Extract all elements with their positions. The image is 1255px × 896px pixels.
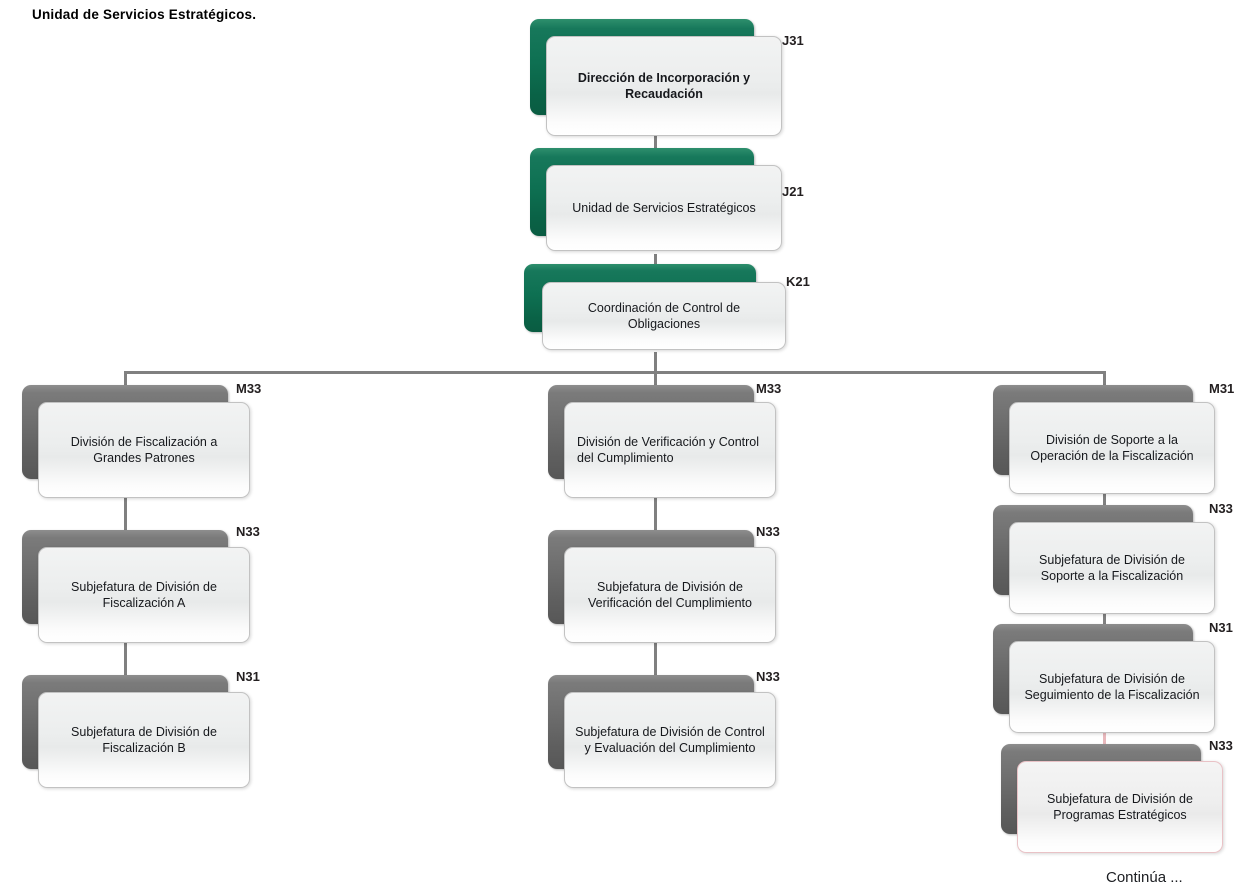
connector-n33-n31-left: [124, 637, 127, 687]
connector-m33left-n33: [124, 492, 127, 542]
org-node-subjefatura-programas-estrategicos[interactable]: Subjefatura de División de Programas Est…: [1001, 738, 1233, 854]
org-node-subjefatura-verificacion-cumplimiento[interactable]: Subjefatura de División de Verificación …: [548, 524, 780, 644]
node-code-badge: J31: [782, 33, 804, 48]
node-card[interactable]: Dirección de Incorporación y Recaudación: [546, 36, 782, 136]
node-card[interactable]: División de Soporte a la Operación de la…: [1009, 402, 1215, 494]
node-label: Subjefatura de División de Programas Est…: [1047, 791, 1193, 823]
node-label: Unidad de Servicios Estratégicos: [572, 200, 756, 215]
connector-bus-center-drop: [654, 371, 657, 395]
node-card[interactable]: Coordinación de Control de Obligaciones: [542, 282, 786, 350]
connector-m33center-n33: [654, 492, 657, 542]
node-code-badge: N33: [236, 524, 260, 539]
org-node-subjefatura-soporte-fiscalizacion[interactable]: Subjefatura de División de Soporte a la …: [993, 501, 1233, 615]
node-label: Subjefatura de División de Fiscalización…: [71, 579, 217, 611]
node-code-badge: N33: [756, 524, 780, 539]
node-card[interactable]: Subjefatura de División de Fiscalización…: [38, 692, 250, 788]
node-code-badge: M31: [1209, 381, 1235, 396]
connector-horizontal-bus: [124, 371, 1106, 374]
org-node-division-verificacion-control-cumplimiento[interactable]: División de Verificación y Control del C…: [548, 381, 781, 499]
connector-bus-right-drop: [1103, 371, 1106, 395]
node-label: División de Soporte a la Operación de la…: [1030, 432, 1194, 464]
node-label: Dirección de Incorporación y Recaudación: [577, 70, 751, 102]
org-node-subjefatura-control-evaluacion-cumplimiento[interactable]: Subjefatura de División de Control y Eva…: [548, 669, 780, 789]
node-code-badge: N31: [1209, 620, 1233, 635]
connector-n31-n33-right-highlighted: [1103, 727, 1106, 753]
node-label: Subjefatura de División de Fiscalización…: [71, 724, 217, 756]
node-card[interactable]: Subjefatura de División de Verificación …: [564, 547, 776, 643]
node-code-badge: N33: [1209, 738, 1233, 753]
node-card[interactable]: Subjefatura de División de Fiscalización…: [38, 547, 250, 643]
connector-n33-n31-right: [1103, 611, 1106, 635]
node-label: Subjefatura de División de Seguimiento d…: [1024, 671, 1200, 703]
node-card[interactable]: División de Verificación y Control del C…: [564, 402, 776, 498]
node-code-badge: N33: [1209, 501, 1233, 516]
node-label: Subjefatura de División de Control y Eva…: [575, 724, 765, 756]
node-label: Subjefatura de División de Soporte a la …: [1039, 552, 1185, 584]
connector-j31-j21: [654, 131, 657, 155]
page-title: Unidad de Servicios Estratégicos.: [32, 7, 257, 22]
org-node-coordinacion-control-obligaciones[interactable]: Coordinación de Control de Obligaciones …: [524, 264, 810, 354]
node-card[interactable]: Subjefatura de División de Seguimiento d…: [1009, 641, 1215, 733]
node-label: Subjefatura de División de Verificación …: [588, 579, 752, 611]
node-code-badge: M33: [756, 381, 782, 396]
org-node-subjefatura-fiscalizacion-a[interactable]: Subjefatura de División de Fiscalización…: [22, 524, 260, 644]
connector-n33-n33-center: [654, 637, 657, 687]
connector-j21-k21: [654, 254, 657, 272]
node-card[interactable]: Unidad de Servicios Estratégicos: [546, 165, 782, 251]
connector-m31-n33-right: [1103, 492, 1106, 516]
org-node-unidad-servicios-estrategicos[interactable]: Unidad de Servicios Estratégicos J21: [530, 148, 804, 254]
org-node-subjefatura-fiscalizacion-b[interactable]: Subjefatura de División de Fiscalización…: [22, 669, 260, 789]
node-card[interactable]: Subjefatura de División de Programas Est…: [1017, 761, 1223, 853]
node-label: División de Fiscalización a Grandes Patr…: [70, 434, 218, 466]
org-node-division-fiscalizacion-grandes-patrones[interactable]: División de Fiscalización a Grandes Patr…: [22, 381, 261, 499]
org-node-direccion-incorporacion-recaudacion[interactable]: Dirección de Incorporación y Recaudación…: [530, 19, 804, 136]
node-code-badge: M33: [236, 381, 262, 396]
node-code-badge: N33: [756, 669, 780, 684]
node-label: Coordinación de Control de Obligaciones: [587, 300, 741, 332]
org-node-division-soporte-operacion-fiscalizacion[interactable]: División de Soporte a la Operación de la…: [993, 381, 1234, 495]
node-label: División de Verificación y Control del C…: [577, 434, 760, 466]
node-card[interactable]: Subjefatura de División de Soporte a la …: [1009, 522, 1215, 614]
continues-note: Continúa ...: [1106, 869, 1183, 886]
node-code-badge: K21: [786, 274, 810, 289]
connector-bus-left-drop: [124, 371, 127, 395]
node-code-badge: J21: [782, 184, 804, 199]
node-card[interactable]: Subjefatura de División de Control y Eva…: [564, 692, 776, 788]
node-code-badge: N31: [236, 669, 260, 684]
org-node-subjefatura-seguimiento-fiscalizacion[interactable]: Subjefatura de División de Seguimiento d…: [993, 620, 1233, 734]
connector-k21-bus: [654, 352, 657, 373]
node-card[interactable]: División de Fiscalización a Grandes Patr…: [38, 402, 250, 498]
